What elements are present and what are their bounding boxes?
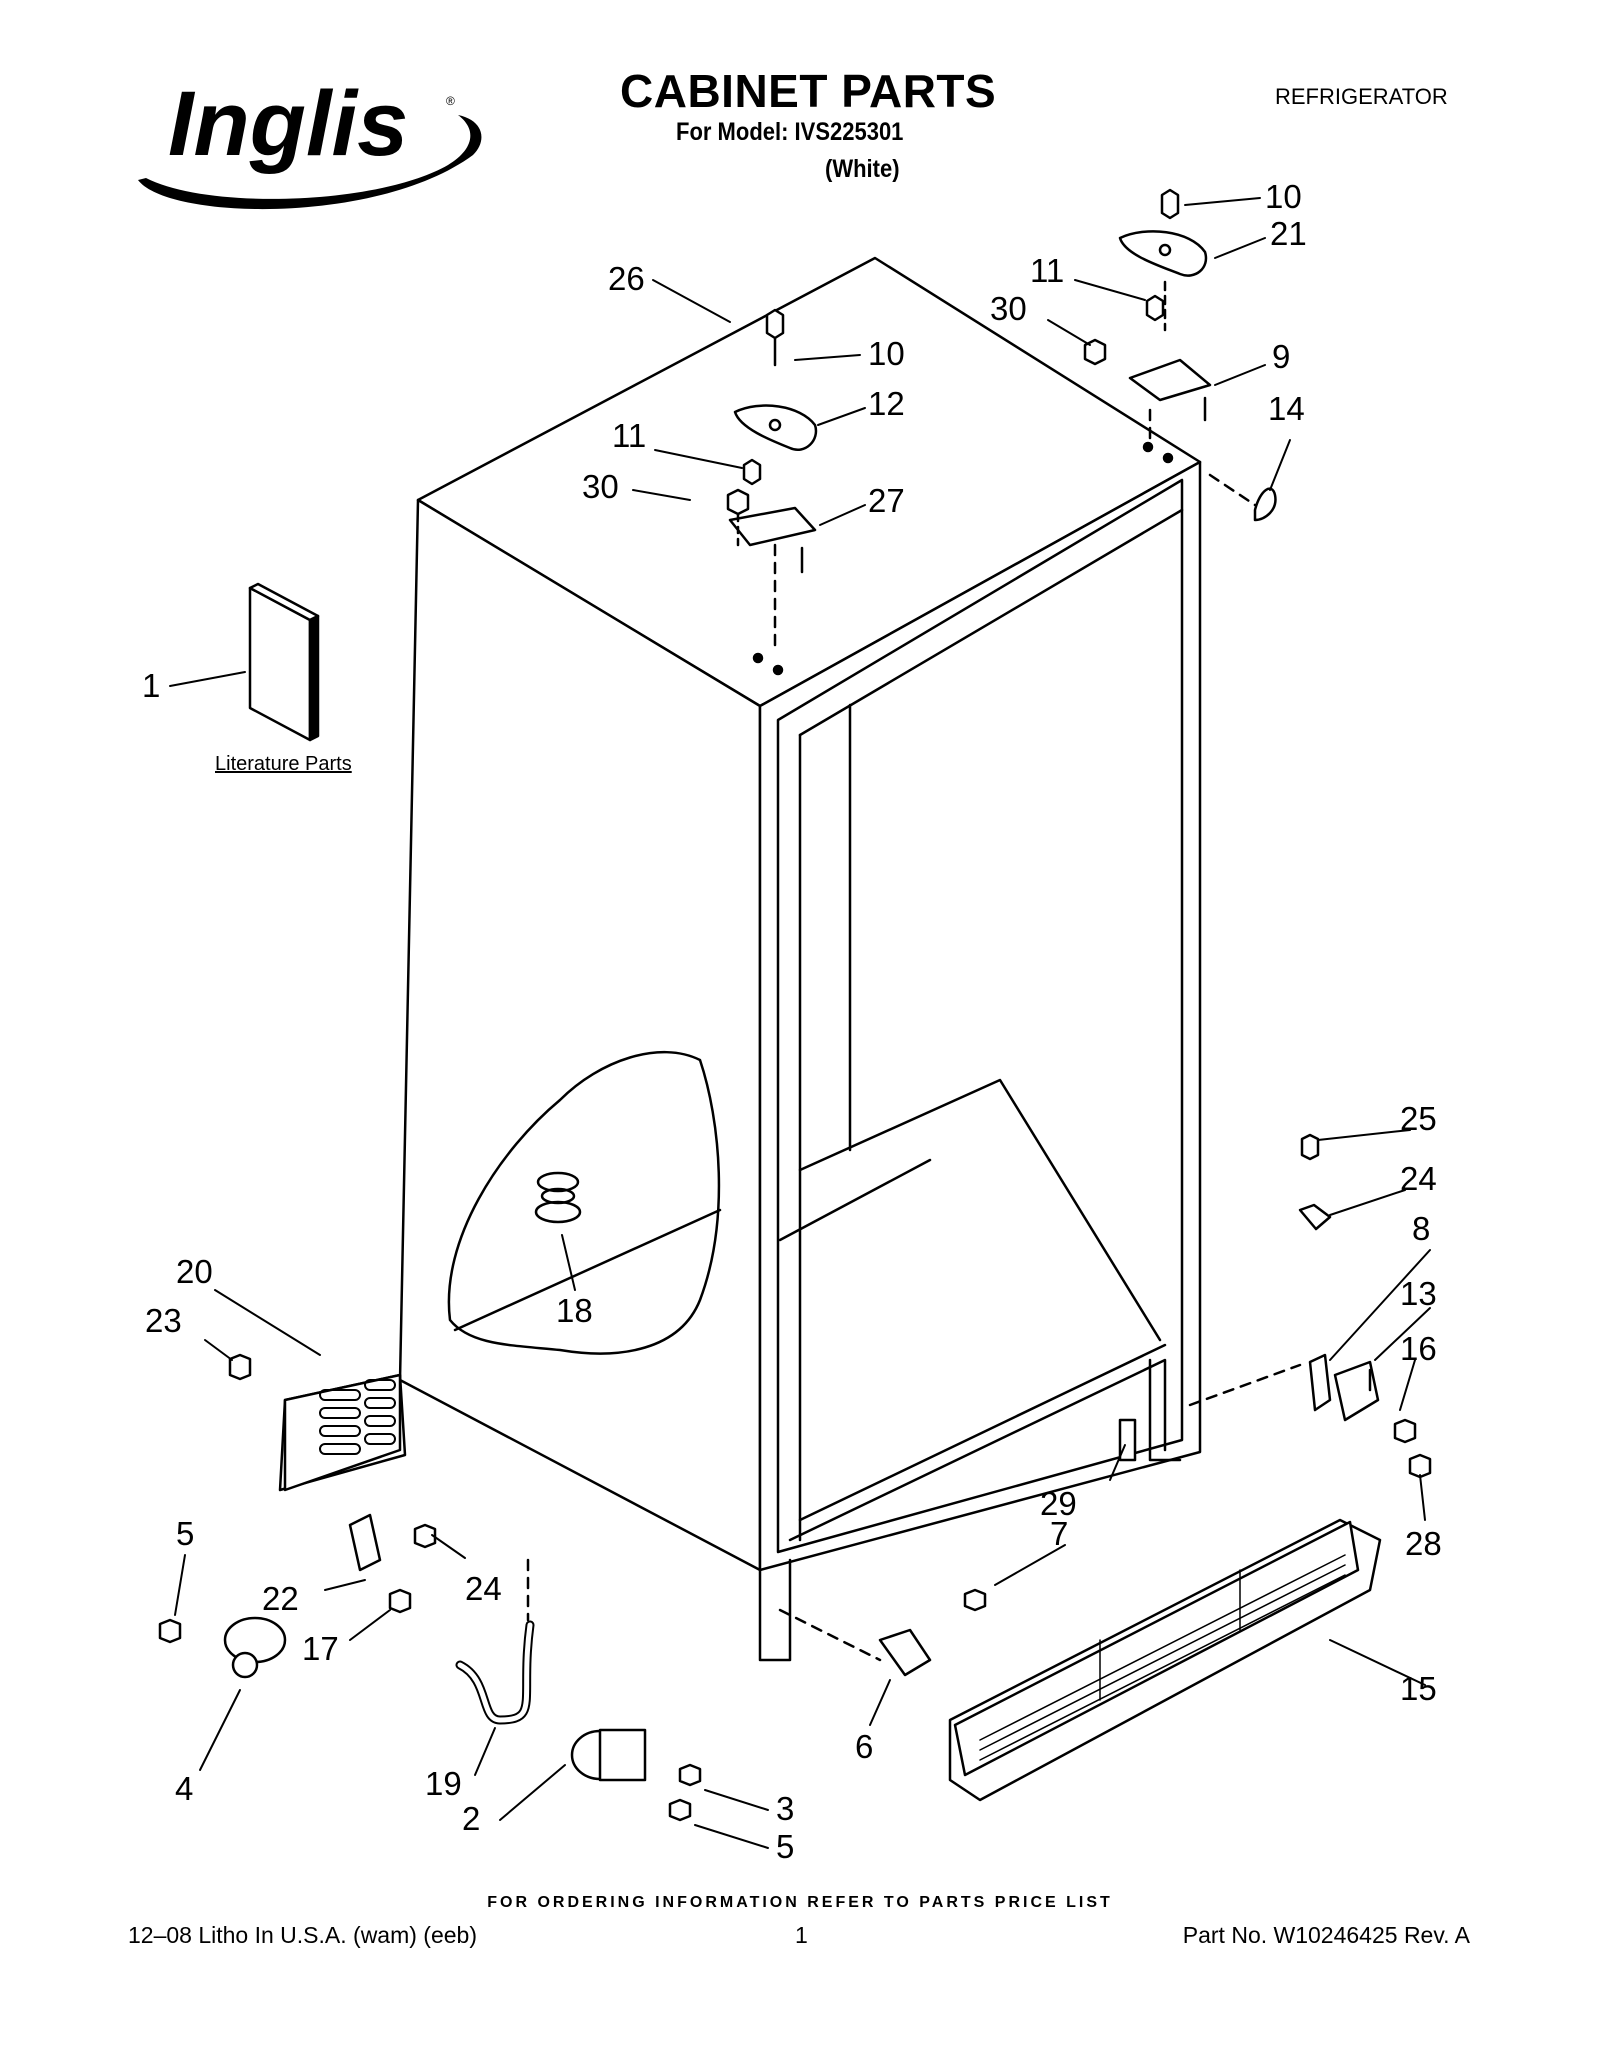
litho-info: 12–08 Litho In U.S.A. (wam) (eeb)	[128, 1922, 477, 1948]
top-hinge-right	[1083, 188, 1277, 522]
rear-roller	[570, 1728, 702, 1822]
callout-23: 23	[145, 1302, 182, 1339]
leveling-bracket	[778, 1418, 1137, 1677]
callout-30-left: 30	[582, 468, 619, 505]
part-number: Part No. W10246425 Rev. A	[1182, 1922, 1470, 1948]
callout-3: 3	[776, 1790, 794, 1827]
model-number: For Model: IVS225301	[676, 118, 904, 146]
callout-14: 14	[1268, 390, 1305, 427]
callout-25: 25	[1400, 1100, 1437, 1137]
logo-wordmark: Inglis	[168, 73, 408, 175]
callout-4: 4	[175, 1770, 193, 1807]
top-hinge-left	[726, 308, 818, 652]
page-number: 1	[795, 1922, 808, 1948]
callout-17: 17	[302, 1630, 339, 1667]
callout-30-right: 30	[990, 290, 1027, 327]
callout-5-right: 5	[776, 1828, 794, 1865]
callout-27: 27	[868, 482, 905, 519]
callout-10-left: 10	[868, 335, 905, 372]
registered-mark: ®	[446, 94, 455, 108]
hinge-bracket-small	[348, 1513, 437, 1614]
cabinet-body	[398, 256, 1202, 1662]
logo-home: HOME	[198, 172, 244, 189]
callout-26: 26	[608, 260, 645, 297]
callout-16: 16	[1400, 1330, 1437, 1367]
model-color: (White)	[825, 155, 900, 183]
callout-11-left: 11	[612, 417, 646, 454]
cutaway-outline	[447, 1051, 721, 1355]
product-category: REFRIGERATOR	[1275, 84, 1448, 109]
front-roller-left	[158, 1616, 287, 1679]
callout-18: 18	[556, 1292, 593, 1329]
logo-appliances: APPLIANCES	[282, 172, 380, 189]
callout-9: 9	[1272, 338, 1290, 375]
inglis-logo: Inglis ® HOME APPLIANCES	[138, 73, 482, 210]
callout-22: 22	[262, 1580, 299, 1617]
toe-grille	[948, 1518, 1382, 1802]
callout-21: 21	[1270, 215, 1307, 252]
callout-1: 1	[142, 667, 160, 704]
ordering-note: FOR ORDERING INFORMATION REFER TO PARTS …	[487, 1894, 1113, 1911]
callout-19: 19	[425, 1765, 462, 1802]
callout-2: 2	[462, 1800, 480, 1837]
callout-12: 12	[868, 385, 905, 422]
callout-8: 8	[1412, 1210, 1430, 1247]
water-tube	[455, 1558, 535, 1725]
side-vent-panel	[228, 1353, 407, 1492]
callout-7: 7	[1050, 1515, 1068, 1552]
bottom-hinge-right	[1188, 1133, 1432, 1479]
callout-29: 29	[1040, 1485, 1077, 1522]
callout-13: 13	[1400, 1275, 1437, 1312]
literature-parts-label: Literature Parts	[215, 753, 352, 775]
callout-6: 6	[855, 1728, 873, 1765]
page-title: CABINET PARTS	[620, 65, 997, 117]
callout-24-right: 24	[1400, 1160, 1437, 1197]
drain-grommet-part	[534, 1171, 582, 1224]
literature-booklet	[248, 582, 320, 742]
callout-24-left: 24	[465, 1570, 502, 1607]
callout-15: 15	[1400, 1670, 1437, 1707]
callout-28: 28	[1405, 1525, 1442, 1562]
callout-labels: 1 2 3 4 5 5 6 7 8 9 10 10 11 11 12 13 14…	[142, 178, 1442, 1865]
callout-10-right: 10	[1265, 178, 1302, 215]
callout-leaders	[169, 197, 1431, 1849]
callout-20: 20	[176, 1253, 213, 1290]
callout-11-right: 11	[1030, 252, 1064, 289]
callout-5-left: 5	[176, 1515, 194, 1552]
